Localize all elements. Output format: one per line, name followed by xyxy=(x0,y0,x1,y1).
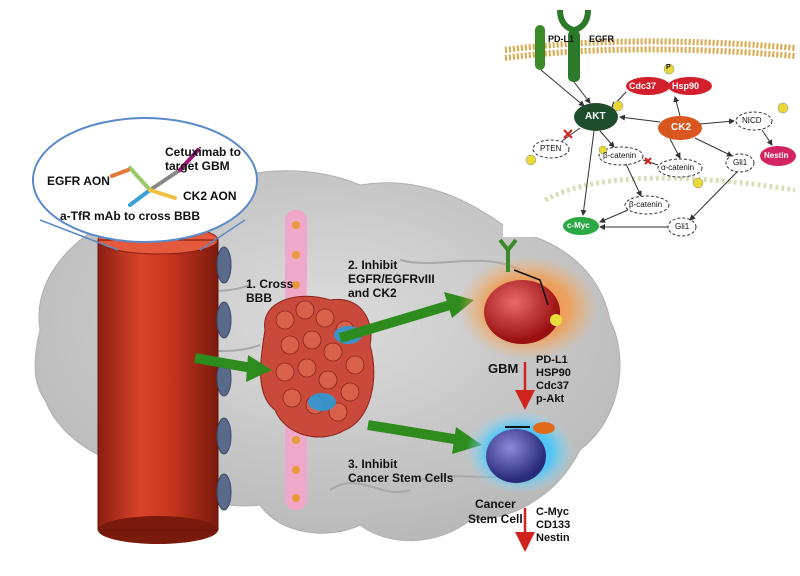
pathway-nicd-label: NICD xyxy=(742,116,762,125)
step1-label-line2: BBB xyxy=(246,291,272,305)
gbm-label: GBM xyxy=(488,361,519,376)
gbm-marker-pdl1: PD-L1 xyxy=(536,354,568,366)
alpha-catenin-node xyxy=(657,158,703,178)
beta-catenin-node-2 xyxy=(624,195,670,215)
pathway-pdl1-label: PD-L1 xyxy=(548,34,575,44)
pathway-akt-label: AKT xyxy=(585,111,606,122)
csc-marker-cmyc: C-Myc xyxy=(536,506,570,518)
csc-receptor xyxy=(533,422,555,434)
tfr-label: a-TfR mAb to cross BBB xyxy=(60,209,201,223)
nicd-node xyxy=(735,111,773,131)
tumor-mass xyxy=(260,295,375,438)
gbm-marker-pakt: p-Akt xyxy=(536,393,565,405)
endothelial-cells xyxy=(216,246,232,511)
cetuximab-label: Cetuximab to target GBM xyxy=(165,145,241,173)
pathway-beta-catenin-1-label: β-catenin xyxy=(603,151,637,160)
csc-label: Cancer Stem Cell xyxy=(468,497,523,527)
csc-marker-nestin: Nestin xyxy=(536,532,570,544)
pathway-ck2-label: CK2 xyxy=(671,122,692,133)
pathway-gli1-a-label: Gli1 xyxy=(733,158,748,167)
inset-circle xyxy=(32,117,258,243)
nuclear-membrane xyxy=(543,175,796,203)
gbm-marker-hsp90: HSP90 xyxy=(536,367,571,379)
beta-catenin-node-1 xyxy=(598,146,644,166)
step1-label-line1: 1. Cross xyxy=(246,277,294,291)
cetuximab-label-line2: target GBM xyxy=(165,159,230,173)
csc-label-line2: Stem Cell xyxy=(468,512,523,526)
nestin-node xyxy=(760,146,796,166)
pten-node xyxy=(532,139,570,159)
egfr-aon-label: EGFR AON xyxy=(47,174,110,188)
pathway-phospho-label: P xyxy=(666,64,671,71)
gbm-receptor-icon xyxy=(498,238,518,272)
ck2-node xyxy=(658,116,702,140)
step2-label-line2: EGFR/EGFRvIII xyxy=(348,272,435,286)
step2-label: 2. Inhibit EGFR/EGFRvIII and CK2 xyxy=(348,258,435,300)
csc-cell xyxy=(486,429,546,483)
gbm-inhibit-arrow xyxy=(513,269,549,306)
csc-marker-cd133: CD133 xyxy=(536,519,571,531)
gbm-marker-cdc37: Cdc37 xyxy=(536,380,570,392)
gbm-markers: PD-L1 HSP90 Cdc37 p-Akt xyxy=(536,354,571,406)
pathway-hsp90-label: Hsp90 xyxy=(672,81,700,91)
pathway-pten-label: PTEN xyxy=(540,144,562,153)
pathway-panel xyxy=(503,5,796,237)
pathway-nestin-label: Nestin xyxy=(764,151,789,160)
hsp90-node xyxy=(668,77,712,95)
pathway-egfr-label: EGFR xyxy=(589,34,615,44)
pathway-gli1-b-label: Gli1 xyxy=(675,222,690,231)
step3-label: 3. Inhibit Cancer Stem Cells xyxy=(348,457,453,485)
csc-markers: C-Myc CD133 Nestin xyxy=(536,506,570,545)
step3-label-line2: Cancer Stem Cells xyxy=(348,471,454,485)
akt-node xyxy=(574,103,618,131)
cdc37-node xyxy=(626,77,670,95)
blood-vessel xyxy=(97,225,219,544)
csc-label-line1: Cancer xyxy=(475,497,516,511)
pathway-cdc37-label: Cdc37 xyxy=(629,81,657,91)
arrow-step1 xyxy=(194,353,272,382)
cetuximab-label-line1: Cetuximab to xyxy=(165,145,242,159)
gli1-node-a xyxy=(725,153,755,173)
step2-label-line3: and CK2 xyxy=(348,286,397,300)
gbm-cell xyxy=(484,280,560,344)
ck2-aon-label: CK2 AON xyxy=(183,189,237,203)
pathway-cmyc-label: c-Myc xyxy=(567,221,590,230)
pathway-alpha-catenin-label: α-catenin xyxy=(661,163,695,172)
gbm-ck2-dot xyxy=(550,314,562,326)
antibody-construct xyxy=(110,148,200,207)
step1-label: 1. Cross BBB xyxy=(246,277,293,305)
step2-label-line1: 2. Inhibit xyxy=(348,258,398,272)
step3-label-line1: 3. Inhibit xyxy=(348,457,398,471)
pathway-beta-catenin-2-label: β-catenin xyxy=(629,200,663,209)
cmyc-node xyxy=(563,217,599,235)
